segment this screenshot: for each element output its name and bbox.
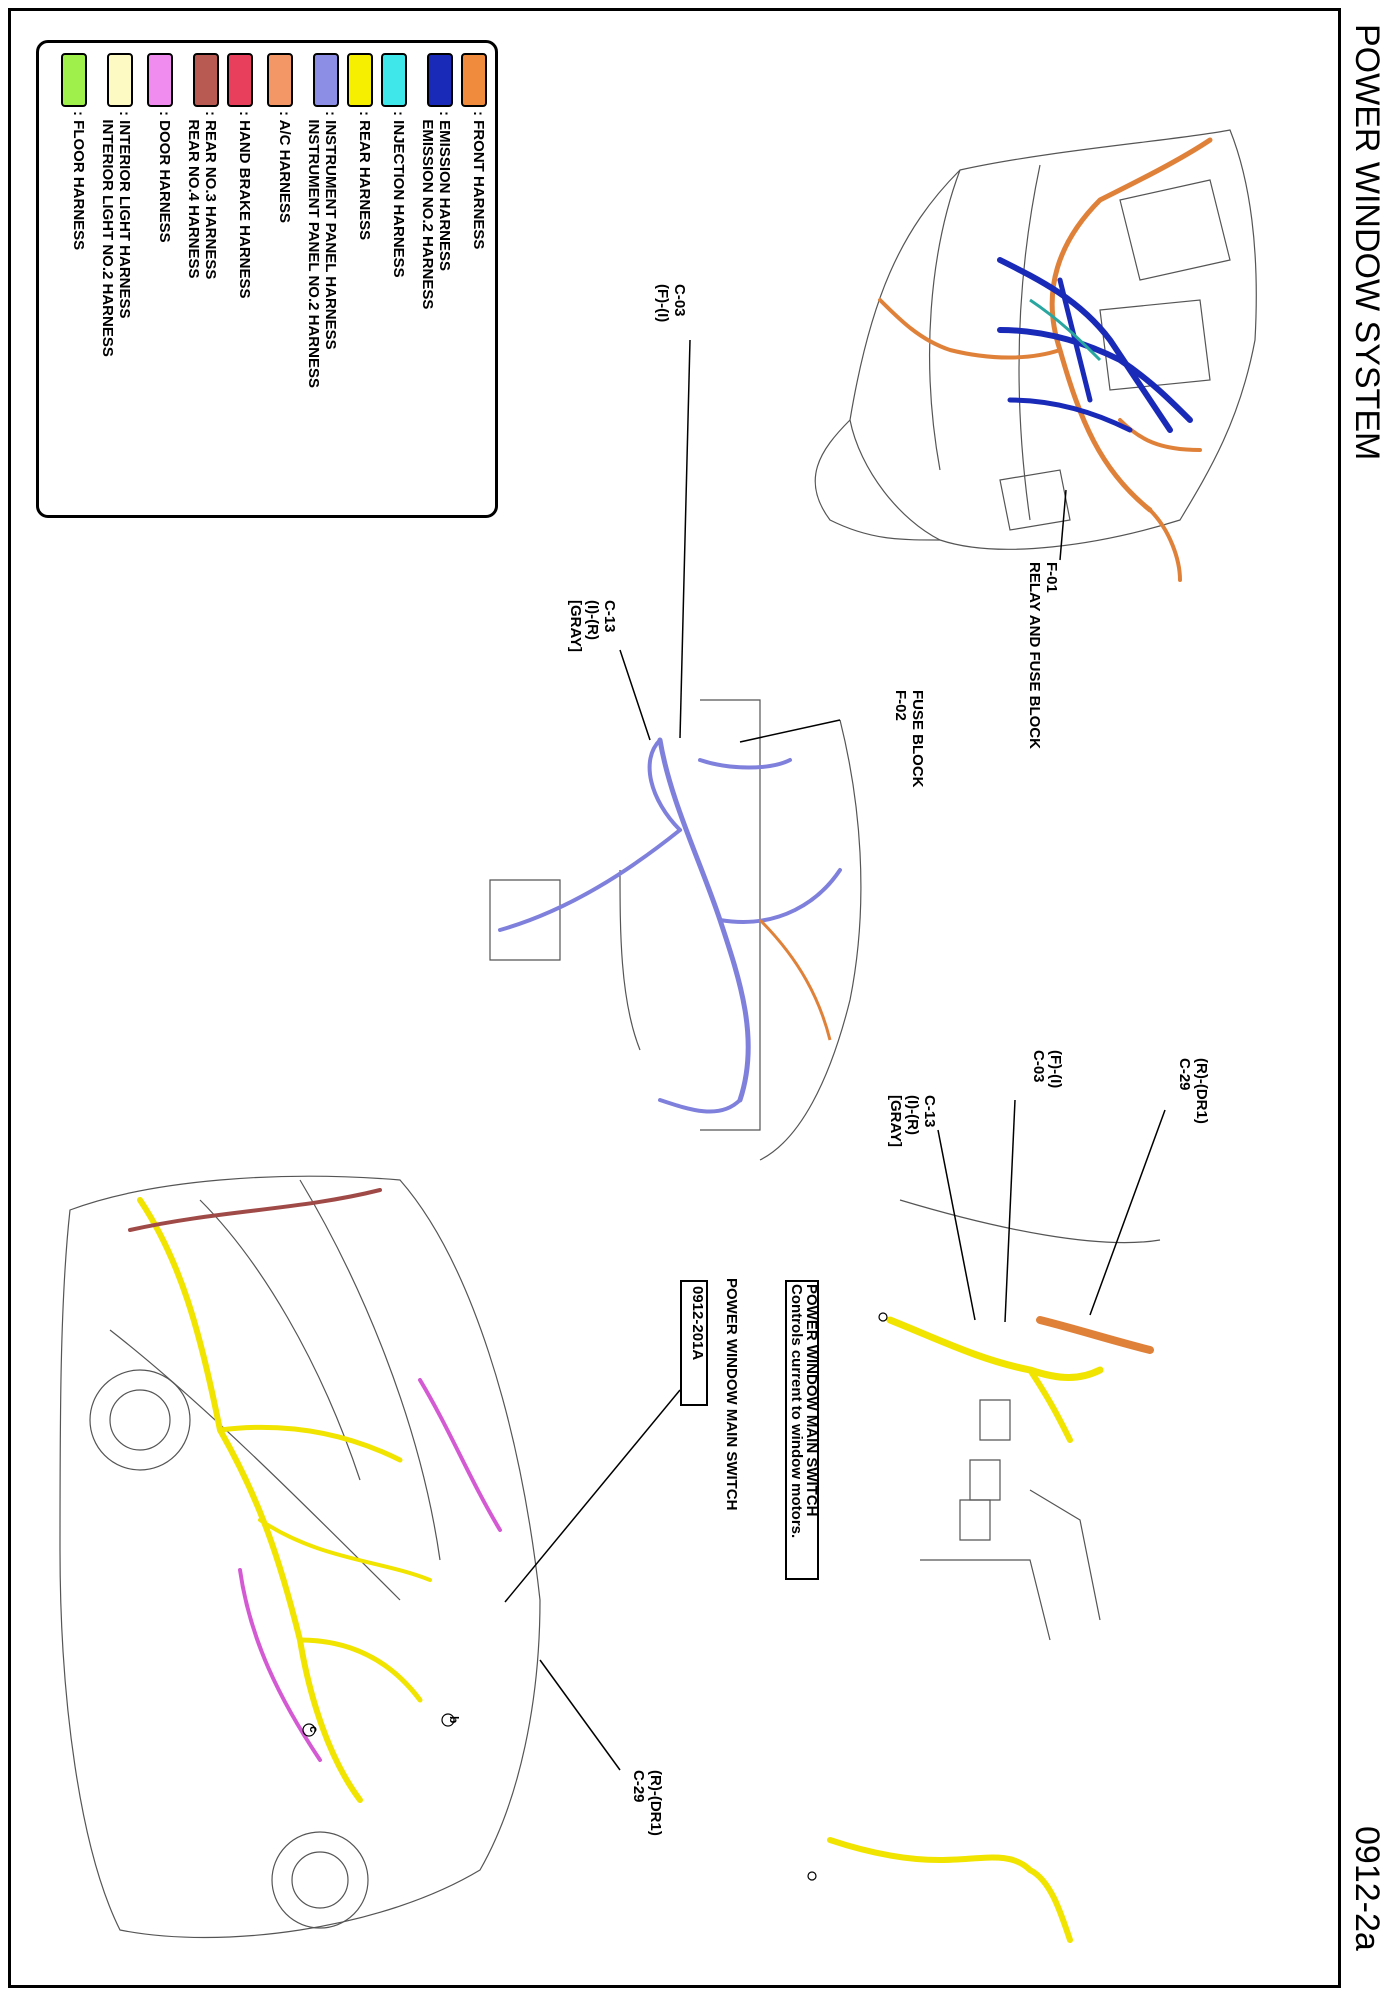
harness-wire [1118, 418, 1202, 452]
c03-top-label: C-03 (F)-(I) [654, 284, 688, 323]
c29-bottom-label: (R)-(DR1) C-29 [630, 1770, 664, 1836]
instrument-panel-drawing [489, 699, 862, 1161]
harness-wire [238, 1568, 322, 1762]
front-harness [878, 137, 1213, 582]
harness-wire [418, 1378, 502, 1532]
harness-wire [217, 1427, 363, 1803]
leader-lines [504, 339, 1166, 1771]
engine-compartment-drawing [814, 129, 1257, 550]
harness-wire [1049, 137, 1213, 513]
harness-wire [997, 257, 1173, 433]
harness-wire [647, 738, 682, 832]
harness-wire [137, 1197, 223, 1433]
injection-harness [1029, 298, 1102, 362]
harness-legend: : FRONT HARNESS: EMISSION HARNESS EMISSI… [36, 40, 498, 518]
c03-right-label: (F)-(I) C-03 [1030, 1050, 1064, 1089]
switch-ref-box: 0912-201A [680, 1280, 708, 1406]
vehicle-rear-harness [137, 1197, 432, 1803]
switch-callout: POWER WINDOW MAIN SWITCH Controls curren… [785, 1280, 820, 1580]
switch-name: POWER WINDOW MAIN SWITCH [803, 1284, 820, 1517]
f02-label: FUSE BLOCK F-02 [892, 690, 926, 788]
door-area-rear-harness [827, 1316, 1104, 1943]
marker-c: c [307, 1726, 321, 1733]
f01-label: F-01 RELAY AND FUSE BLOCK [1026, 562, 1060, 749]
harness-wire [698, 758, 792, 770]
harness-wire [1036, 1316, 1154, 1354]
instrument-panel-harness [498, 737, 842, 1114]
harness-wire [758, 918, 832, 1041]
instrument-ac-harness [758, 918, 832, 1041]
door-area-front-harness [1036, 1316, 1154, 1354]
harness-wire [128, 1188, 382, 1232]
switch-plain-label: POWER WINDOW MAIN SWITCH [723, 1278, 740, 1511]
harness-wire [1029, 298, 1102, 362]
harness-wire [1007, 397, 1133, 433]
harness-wire [498, 828, 682, 932]
harness-wire [258, 1518, 432, 1582]
circle-markers [302, 1312, 888, 1881]
vehicle-body-drawing [59, 1175, 541, 1939]
harness-wire [886, 1316, 1104, 1381]
harness-wire [1027, 1367, 1073, 1443]
harness-wire [297, 1637, 423, 1703]
c29-right-label: (R)-(DR1) C-29 [1176, 1058, 1210, 1124]
emission-harness [997, 257, 1193, 433]
c13-top-label: C-13 (I)-(R) [GRAY] [567, 600, 618, 652]
diagram-frame [8, 8, 1341, 1988]
harness-wire [1057, 277, 1093, 403]
harness-wire [718, 868, 842, 924]
harness-wire [997, 327, 1193, 423]
vehicle-door-harness [238, 1378, 502, 1762]
switch-ref: 0912-201A [689, 1286, 706, 1361]
vehicle-rear3-harness [128, 1188, 382, 1232]
marker-b: b [447, 1716, 461, 1724]
harness-wire [1148, 508, 1182, 582]
harness-wire [878, 298, 1062, 360]
c13-right-label: C-13 (I)-(R) [GRAY] [887, 1095, 938, 1147]
harness-wire [658, 1098, 742, 1114]
harness-wire [217, 1424, 403, 1463]
harness-wire [827, 1837, 1073, 1943]
switch-desc: Controls current to window motors. [788, 1284, 805, 1539]
door-area-drawing [899, 1199, 1161, 1641]
